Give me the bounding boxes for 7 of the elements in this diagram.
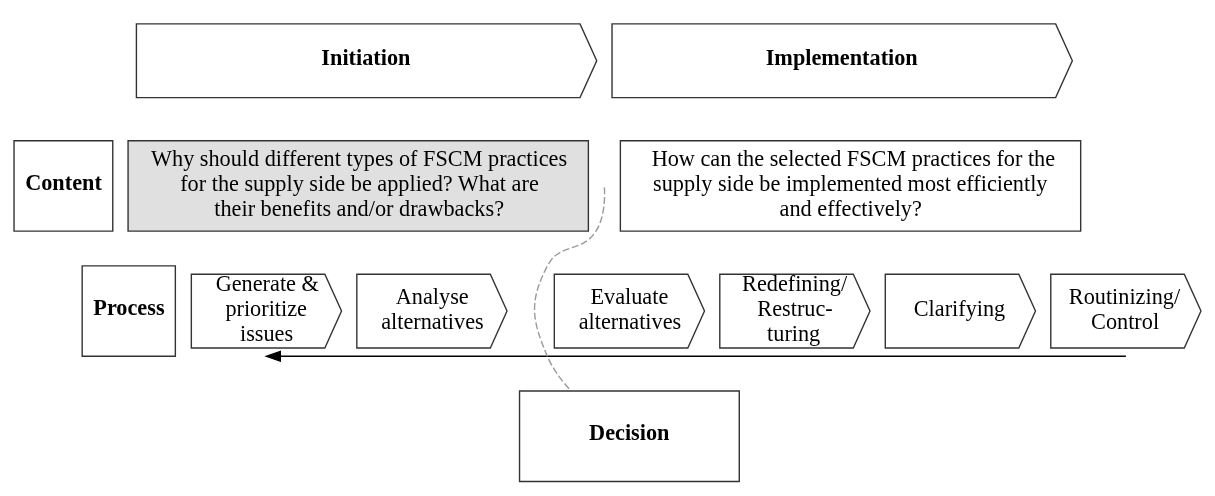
node-box: Decision [518,389,740,482]
node-box: Why should different types of FSCM practices for the supply side be applied? What are their benefits and/or drawbacks? [127,139,590,232]
node-box: Process [81,264,177,357]
connector [533,186,606,391]
node-box: Content [13,139,114,232]
node-box: How can the selected FSCM practices for the supply side be implemented most efficiently and effectively? [619,139,1082,232]
arrow [264,349,1127,362]
